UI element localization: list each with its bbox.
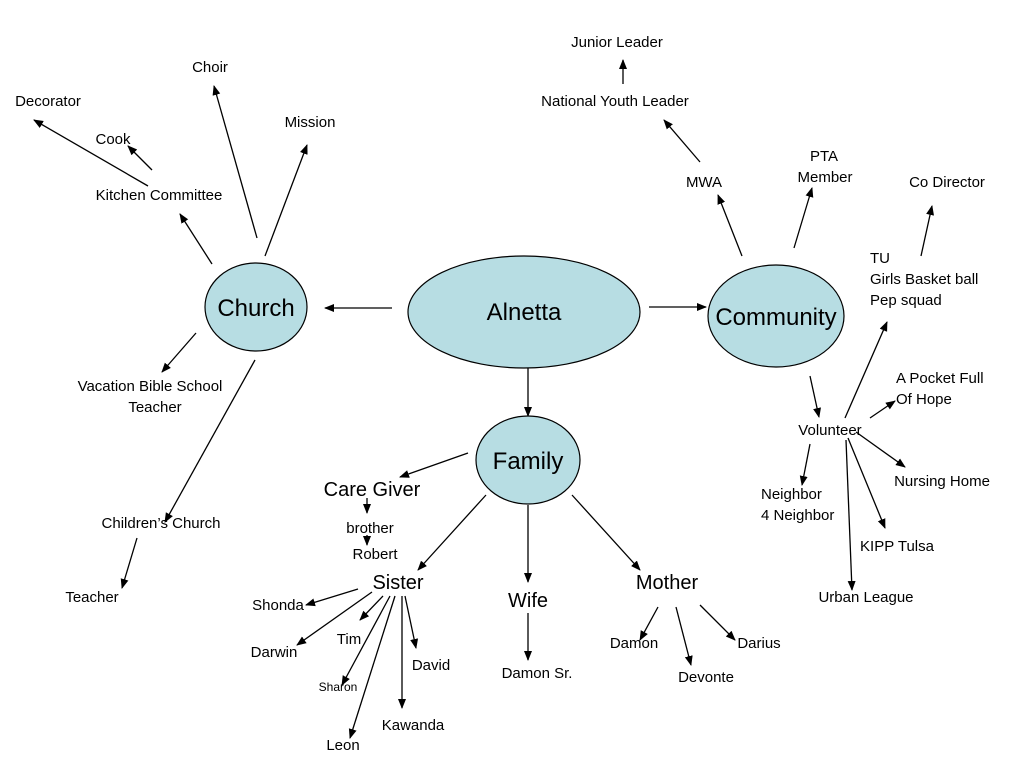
kawanda-label: Kawanda xyxy=(382,717,445,734)
cook-label: Cook xyxy=(95,131,131,148)
sister-label: Sister xyxy=(372,572,423,594)
arrow-family-to-sister xyxy=(417,494,487,571)
sharon-label: Sharon xyxy=(319,680,358,694)
community-label: Community xyxy=(715,304,836,331)
arrow-volunteer-to-nursing-home xyxy=(855,431,906,468)
david-label: David xyxy=(412,657,450,674)
edges xyxy=(33,59,934,739)
darius-label: Darius xyxy=(737,635,780,652)
tu-label-line1: TU xyxy=(870,250,890,267)
volunteer-label: Volunteer xyxy=(798,422,861,439)
tim-label: Tim xyxy=(337,631,361,648)
arrow-volunteer-to-kipp-tulsa xyxy=(847,437,886,529)
arrow-sister-to-david xyxy=(404,595,419,649)
family-node: Family xyxy=(475,415,581,505)
family-label: Family xyxy=(493,448,564,475)
arrow-sister-to-leon xyxy=(348,595,396,739)
church-node: Church xyxy=(204,262,308,352)
kitchen-committee-label: Kitchen Committee xyxy=(96,187,223,204)
arrow-childrens-church-to-teacher xyxy=(120,537,138,589)
arrow-mwa-to-national-youth-leader xyxy=(663,119,701,163)
tu-label-line3: Pep squad xyxy=(870,292,942,309)
pta-label-line2: Member xyxy=(797,169,852,186)
arrow-mother-to-damon xyxy=(639,606,659,641)
neighbor-label-line2: 4 Neighbor xyxy=(761,507,834,524)
devonte-label: Devonte xyxy=(678,669,734,686)
robert-label: Robert xyxy=(352,546,398,563)
damon-label: Damon xyxy=(610,635,658,652)
mwa-label: MWA xyxy=(686,174,722,191)
arrow-sister-to-darwin xyxy=(296,591,373,646)
arrow-church-to-childrens-church xyxy=(164,359,256,523)
arrow-family-to-mother xyxy=(571,494,641,571)
pta-label-line1: PTA xyxy=(810,148,838,165)
arrow-volunteer-to-pocket-full-of-hope xyxy=(869,400,896,419)
arrow-kitchen-committee-to-decorator xyxy=(33,119,149,187)
childrens-church-label: Children’s Church xyxy=(102,515,221,532)
arrow-community-to-volunteer xyxy=(809,375,821,418)
arrow-sister-to-shonda xyxy=(305,588,359,607)
shonda-label: Shonda xyxy=(252,597,304,614)
arrow-church-to-kitchen-committee xyxy=(179,213,213,265)
pocket-full-of-hope-label-line1: A Pocket Full xyxy=(896,370,984,387)
urban-league-label: Urban League xyxy=(818,589,913,606)
arrow-sister-to-sharon xyxy=(341,595,391,686)
alnetta-label: Alnetta xyxy=(487,299,562,326)
arrow-church-to-vbs xyxy=(161,332,197,373)
kipp-tulsa-label: KIPP Tulsa xyxy=(860,538,935,555)
alnetta-node: Alnetta xyxy=(407,255,641,369)
arrow-church-to-mission xyxy=(264,144,308,257)
junior-leader-label: Junior Leader xyxy=(571,34,663,51)
neighbor-label-line1: Neighbor xyxy=(761,486,822,503)
decorator-label: Decorator xyxy=(15,93,81,110)
arrow-tu-to-co-director xyxy=(920,205,934,257)
vbs-label-line2: Teacher xyxy=(128,399,181,416)
arrow-volunteer-to-urban-league xyxy=(845,439,856,591)
arrow-mother-to-devonte xyxy=(675,606,693,666)
leon-label: Leon xyxy=(326,737,359,754)
nursing-home-label: Nursing Home xyxy=(894,473,990,490)
arrow-volunteer-to-tu xyxy=(844,321,888,419)
arrow-mother-to-darius xyxy=(699,604,736,641)
arrow-community-to-mwa xyxy=(717,194,743,257)
co-director-label: Co Director xyxy=(909,174,985,191)
mission-label: Mission xyxy=(285,114,336,131)
arrow-church-to-choir xyxy=(212,85,258,239)
national-youth-leader-label: National Youth Leader xyxy=(541,93,689,110)
arrow-kitchen-committee-to-cook xyxy=(127,145,153,171)
damon-sr-label: Damon Sr. xyxy=(502,665,573,682)
darwin-label: Darwin xyxy=(251,644,298,661)
arrow-family-to-care-giver xyxy=(399,452,469,478)
arrow-sister-to-tim xyxy=(359,595,384,621)
vbs-label-line1: Vacation Bible School xyxy=(78,378,223,395)
mother-label: Mother xyxy=(636,572,699,594)
pocket-full-of-hope-label-line2: Of Hope xyxy=(896,391,952,408)
wife-label: Wife xyxy=(508,590,548,612)
care-giver-label: Care Giver xyxy=(324,479,421,501)
tu-label-line2: Girls Basket ball xyxy=(870,271,978,288)
choir-label: Choir xyxy=(192,59,228,76)
community-node: Community xyxy=(707,264,845,368)
brother-label: brother xyxy=(346,520,394,537)
arrow-volunteer-to-neighbor xyxy=(799,443,811,486)
church-label: Church xyxy=(217,295,294,322)
arrow-community-to-pta xyxy=(793,187,814,249)
teacher-label: Teacher xyxy=(65,589,118,606)
